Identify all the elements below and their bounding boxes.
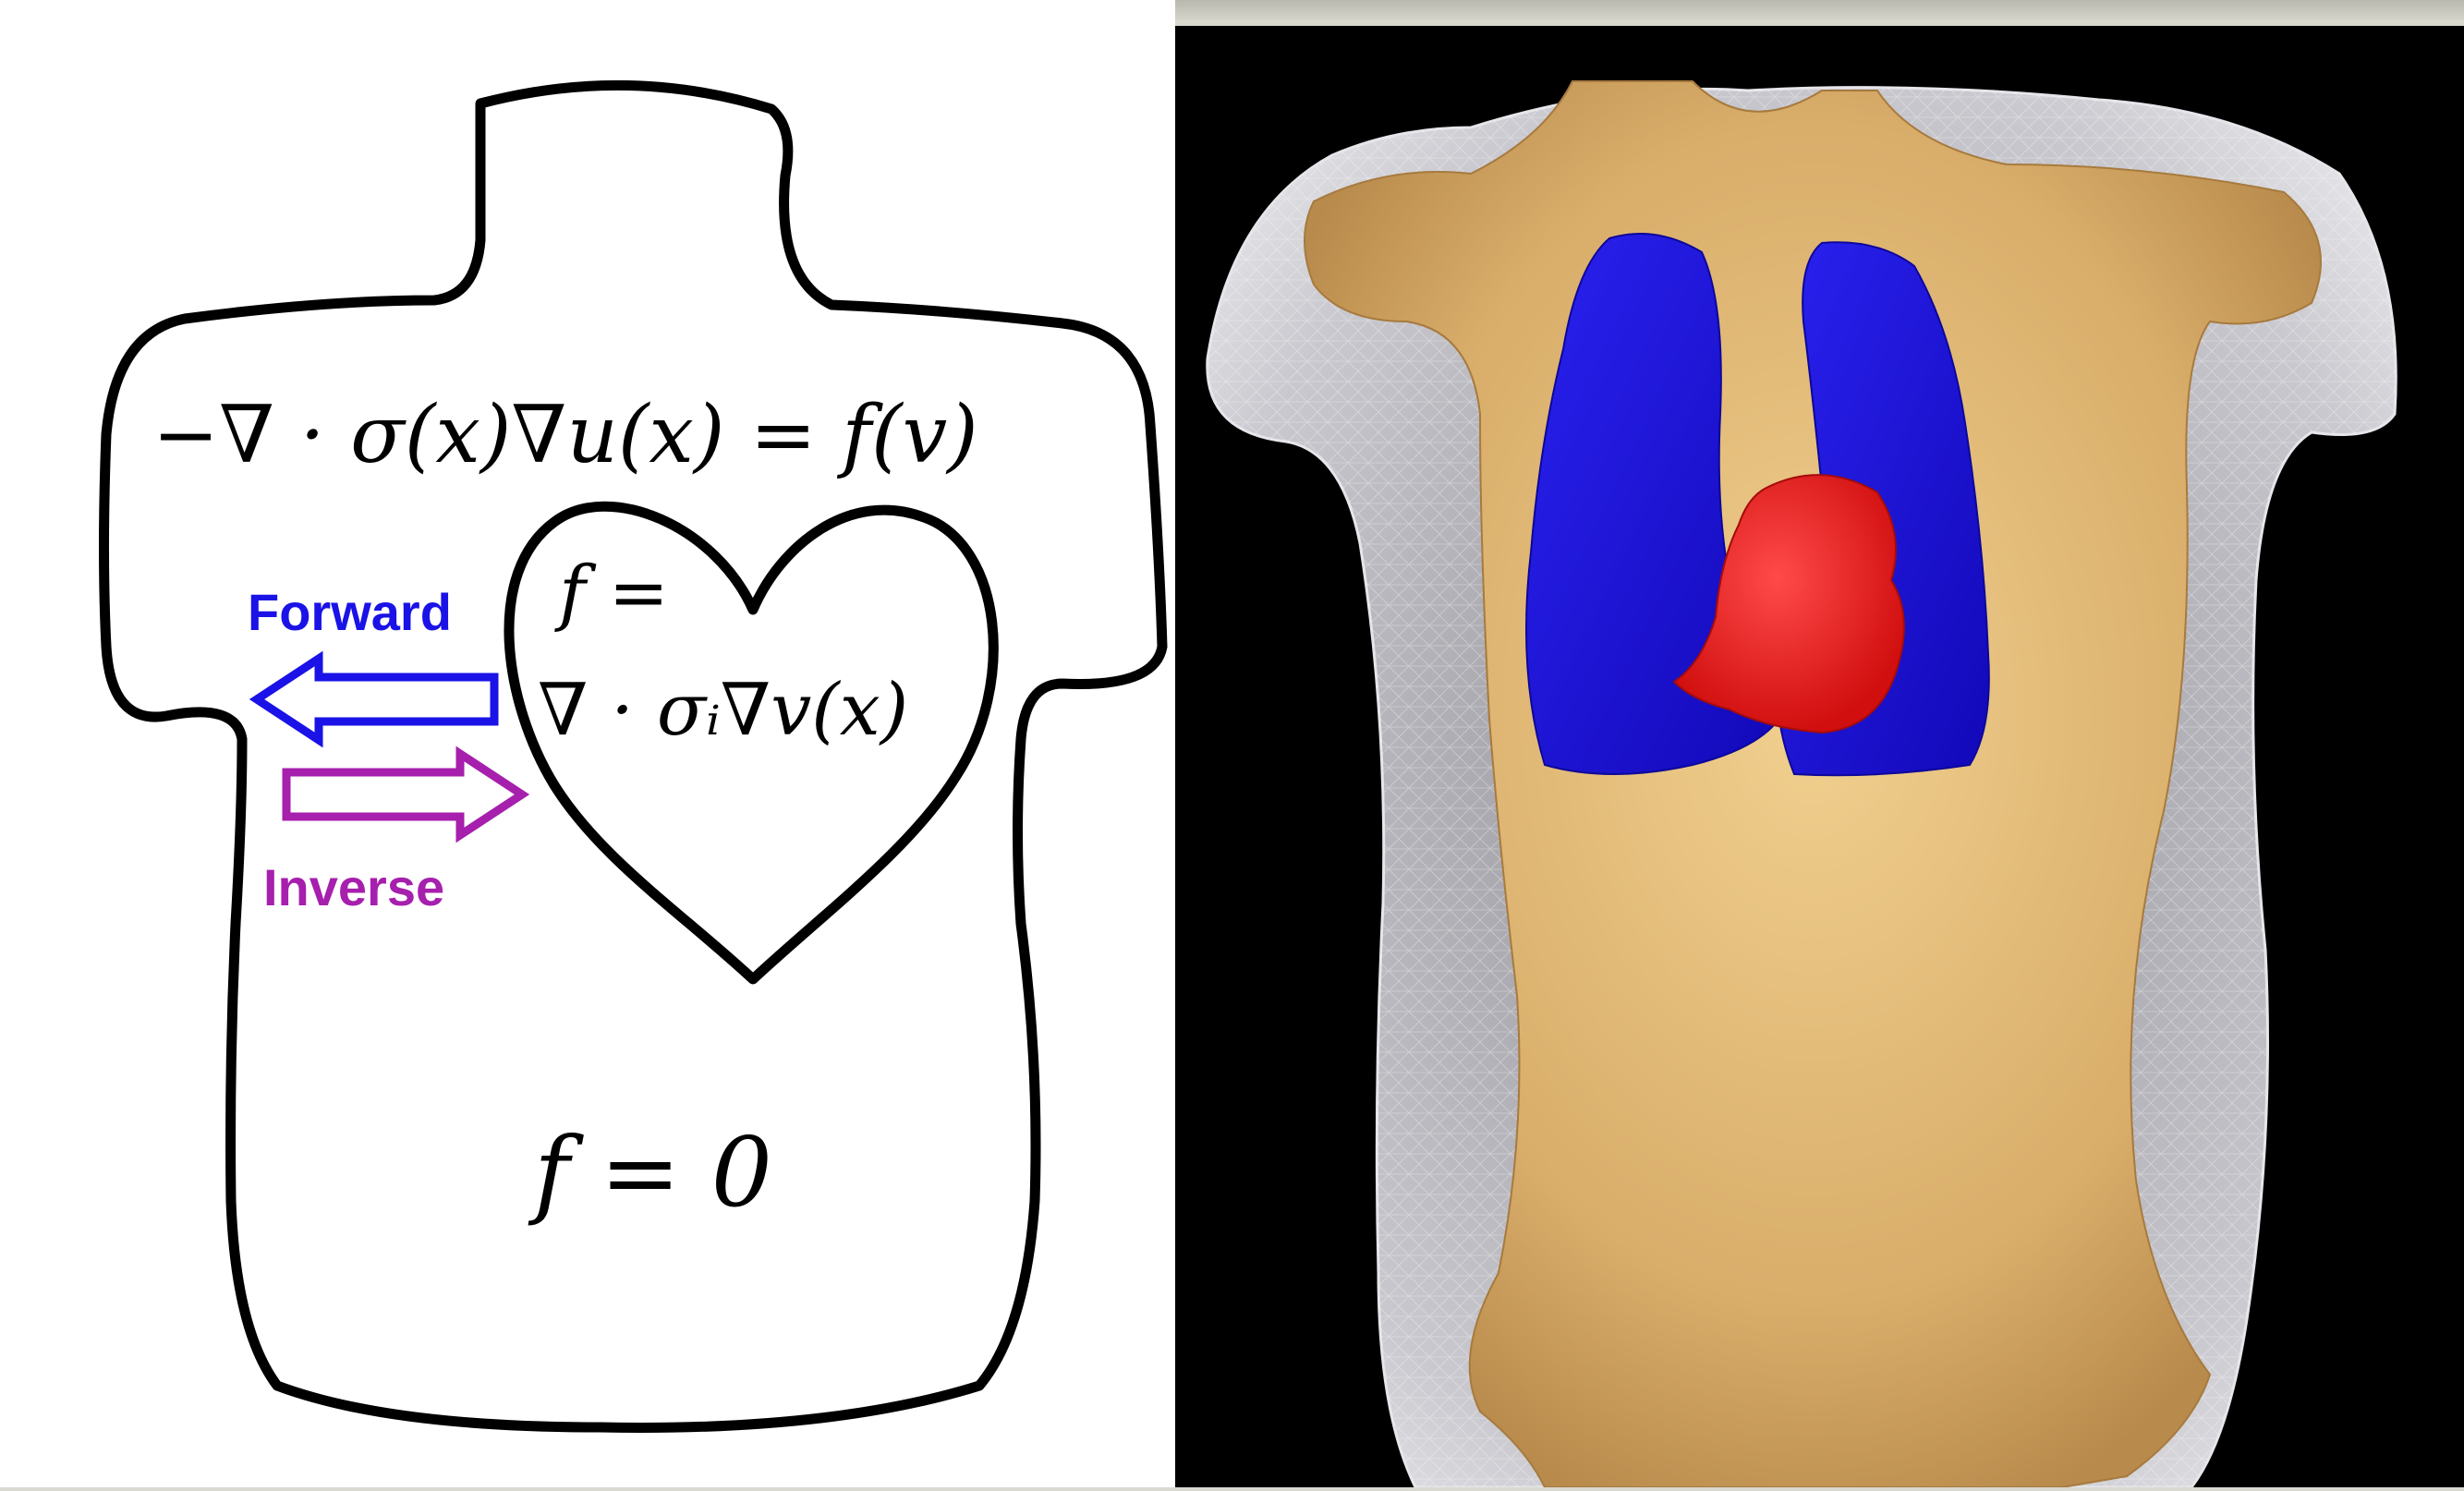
outside-equation: f = 0 <box>528 1116 772 1229</box>
forward-label: Forward <box>248 583 452 641</box>
heart-equation-line1: f = <box>554 552 669 635</box>
torso-3d-render <box>1175 26 2464 1487</box>
schematic-panel: −∇ · σ(x)∇u(x) = f(v) f = ∇ · σᵢ∇v(x) f … <box>0 0 1175 1487</box>
heart-equation-line2: ∇ · σᵢ∇v(x) <box>538 669 908 752</box>
torso-schematic: −∇ · σ(x)∇u(x) = f(v) f = ∇ · σᵢ∇v(x) f … <box>0 0 1175 1487</box>
inverse-label: Inverse <box>263 858 444 916</box>
governing-equation: −∇ · σ(x)∇u(x) = f(v) <box>152 389 978 481</box>
torso-model-svg <box>1175 26 2464 1487</box>
